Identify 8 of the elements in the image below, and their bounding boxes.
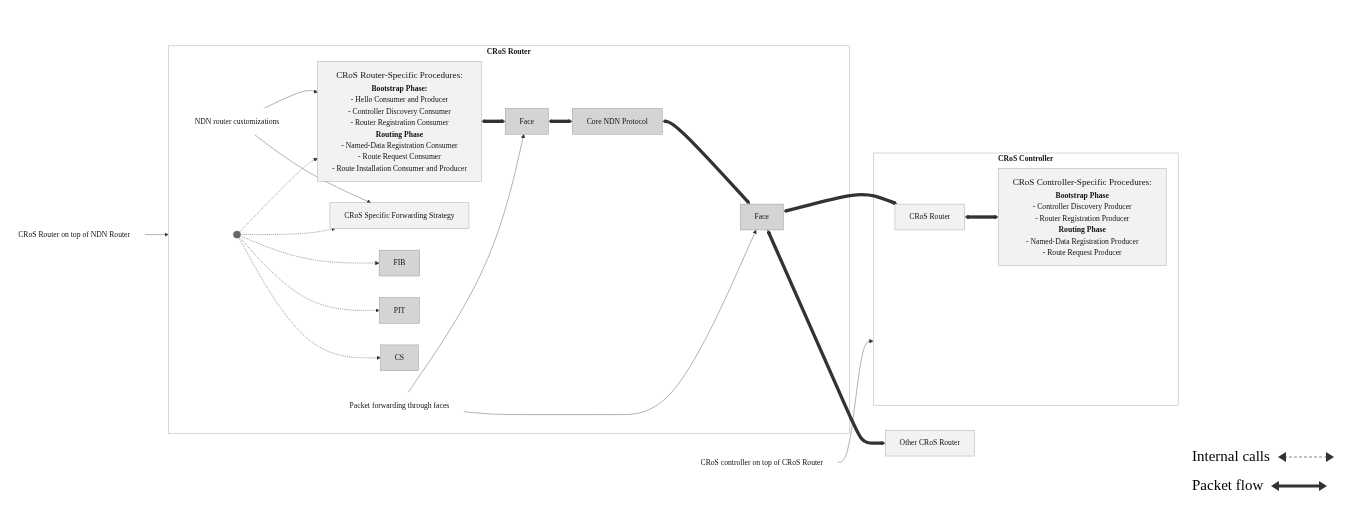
legend-text: Packet flow (1192, 477, 1264, 494)
arrow (481, 118, 506, 123)
arrow (964, 214, 999, 219)
arrow (783, 192, 898, 213)
arrow (766, 229, 886, 445)
arrow (548, 118, 573, 123)
arrow (662, 118, 751, 204)
legend-text: Internal calls (1192, 448, 1270, 465)
